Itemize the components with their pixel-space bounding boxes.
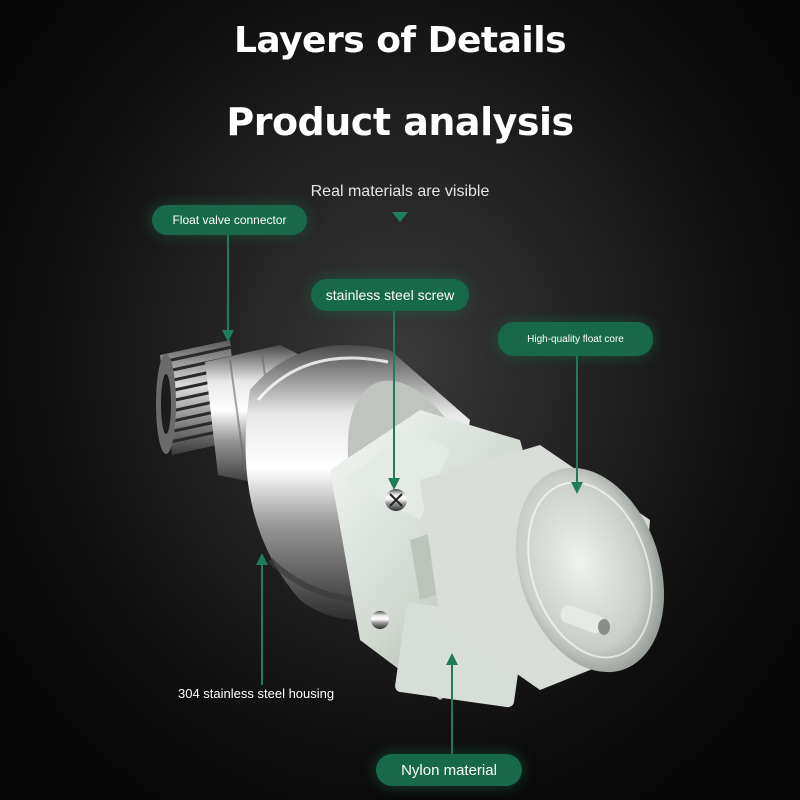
page-title: Layers of Details [233, 20, 567, 61]
housing-pointer-arrow-icon [256, 553, 268, 565]
core-pointer-arrow-icon [571, 482, 583, 494]
page-subtitle: Product analysis [226, 100, 574, 144]
screw-illustration [371, 489, 407, 629]
float-valve-connector-label: Float valve connector [152, 205, 307, 235]
connector-pointer-arrow-icon [222, 330, 234, 342]
materials-caption: Real materials are visible [310, 183, 490, 200]
float-core-illustration [420, 445, 665, 690]
stainless-steel-screw-label: stainless steel screw [311, 279, 469, 311]
nylon-material-label: Nylon material [376, 754, 522, 786]
steel-housing-label: 304 stainless steel housing [178, 686, 335, 701]
screw-pointer-arrow-icon [388, 478, 400, 490]
float-core-label: High-quality float core [498, 322, 653, 356]
nylon-pointer-arrow-icon [446, 653, 458, 665]
callout-lines [222, 232, 583, 756]
caption-down-arrow-icon [392, 212, 408, 222]
